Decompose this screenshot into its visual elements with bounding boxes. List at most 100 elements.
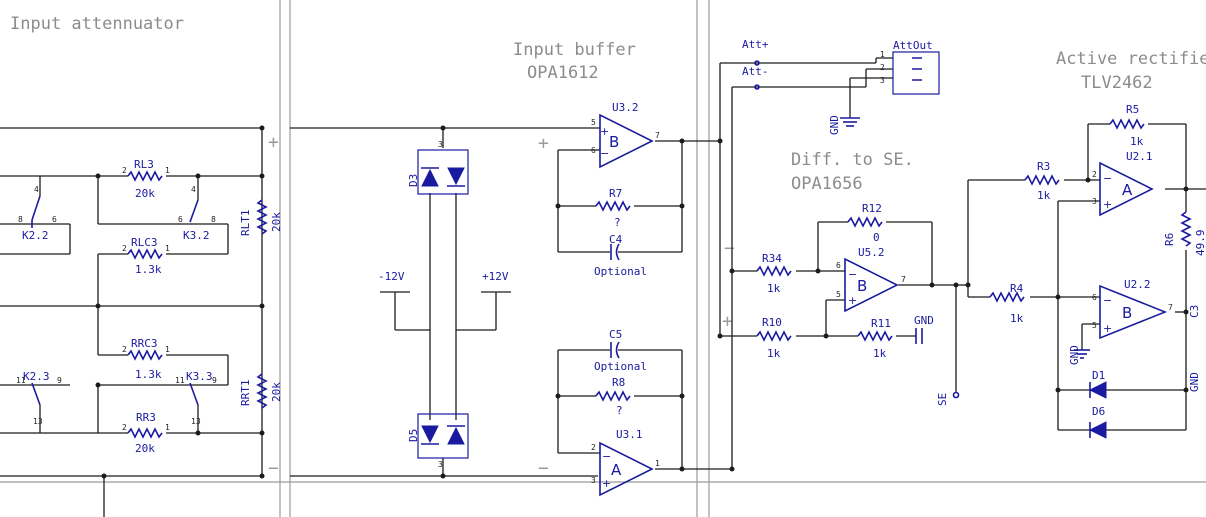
opamp-unit-label: A: [1122, 181, 1133, 199]
resistor-r10: R10 1k: [756, 316, 792, 360]
svg-text:+: +: [600, 125, 609, 138]
resistor-value: 20k: [135, 187, 155, 200]
relay-label: K3.3: [186, 370, 213, 383]
svg-text:−: −: [848, 268, 857, 281]
svg-text:3: 3: [438, 460, 443, 469]
resistor-r3: R3 1k: [1024, 160, 1060, 202]
svg-text:2: 2: [122, 345, 127, 354]
diode-pair-d3: D3 3: [407, 140, 469, 195]
resistor-rlt1: RLT1 20k: [239, 199, 283, 237]
opamp-ref-label: U5.2: [858, 246, 885, 259]
svg-text:8: 8: [18, 215, 23, 224]
net-label-plus12v: +12V: [482, 270, 509, 283]
svg-text:9: 9: [212, 376, 217, 385]
opamp-u3-1: A U3.1 −+ 231: [591, 428, 660, 497]
svg-text:7: 7: [1168, 303, 1173, 312]
svg-text:6: 6: [591, 146, 596, 155]
minus-sign-buf: −: [538, 458, 549, 479]
svg-text:−: −: [602, 450, 611, 463]
resistor-value: 1k: [1010, 312, 1024, 325]
resistor-value: 1k: [1130, 135, 1144, 148]
rectifier-chip-label: TLV2462: [1081, 73, 1153, 93]
opamp-ref-label: U3.2: [612, 101, 639, 114]
svg-text:+: +: [1103, 322, 1112, 335]
svg-text:2: 2: [1092, 170, 1097, 179]
resistor-label: RRC3: [131, 337, 158, 350]
opamp-unit-label: A: [611, 461, 622, 479]
resistor-value: ?: [616, 404, 623, 417]
svg-text:3: 3: [438, 140, 443, 149]
resistor-label: RR3: [136, 411, 156, 424]
svg-text:−: −: [1103, 172, 1112, 185]
resistor-value: 1k: [1037, 189, 1051, 202]
capacitor-label: C5: [609, 328, 622, 341]
buffer-wiring: [290, 125, 732, 479]
opamp-u2-1: A U2.1 −+ 23: [1092, 150, 1154, 217]
svg-text:7: 7: [901, 275, 906, 284]
resistor-value: 1k: [873, 347, 887, 360]
diff-wiring: [717, 57, 1025, 472]
capacitor-value: Optional: [594, 265, 647, 278]
svg-text:5: 5: [836, 290, 841, 299]
diode-label: D5: [407, 429, 420, 442]
svg-text:1: 1: [165, 166, 170, 175]
capacitor-c3-label: C3: [1188, 305, 1201, 318]
opamp-ref-label: U2.2: [1124, 278, 1151, 291]
connector-attout: AttOut 123: [880, 39, 940, 95]
resistor-r8: R8 ?: [595, 376, 631, 417]
resistor-label: R4: [1010, 282, 1024, 295]
rectifier-section-title: Active rectifie: [1056, 49, 1206, 69]
svg-text:11: 11: [16, 376, 26, 385]
opamp-u2-2: B U2.2 −+ 657: [1092, 278, 1173, 340]
svg-text:6: 6: [836, 261, 841, 270]
svg-text:13: 13: [191, 417, 201, 426]
resistor-r34: R34 1k: [756, 252, 792, 295]
opamp-ref-label: U2.1: [1126, 150, 1153, 163]
resistor-value: 1.3k: [135, 263, 162, 276]
attenuator-section-title: Input attennuator: [10, 14, 184, 34]
opamp-unit-label: B: [857, 277, 867, 295]
svg-text:2: 2: [880, 63, 885, 72]
diff-chip-label: OPA1656: [791, 174, 863, 194]
opamp-unit-label: B: [1122, 304, 1132, 322]
svg-text:1: 1: [165, 345, 170, 354]
resistor-label: RLT1: [239, 210, 252, 237]
resistor-label: RLC3: [131, 236, 158, 249]
opamp-unit-label: B: [609, 133, 619, 151]
svg-text:6: 6: [1092, 293, 1097, 302]
ground-symbol-attout: GND: [828, 115, 860, 135]
resistor-value: 1k: [767, 282, 781, 295]
resistor-r7: R7 ?: [595, 187, 631, 229]
diode-pair-d5: D5 3: [407, 413, 469, 469]
minus-sign-att: −: [268, 458, 279, 479]
svg-text:2: 2: [591, 443, 596, 452]
resistor-value: 0: [873, 231, 880, 244]
svg-text:1: 1: [165, 244, 170, 253]
svg-text:−: −: [600, 147, 609, 160]
svg-text:2: 2: [122, 423, 127, 432]
diode-label: D6: [1092, 405, 1105, 418]
plus-sign-att: +: [268, 132, 279, 153]
svg-text:+: +: [1103, 198, 1112, 211]
resistor-value: 49.9: [1194, 230, 1206, 257]
svg-text:9: 9: [57, 376, 62, 385]
resistor-value: 20k: [270, 212, 283, 232]
svg-text:7: 7: [655, 131, 660, 140]
resistor-r12: R12 0: [847, 202, 883, 244]
resistor-r5: R5 1k: [1109, 103, 1145, 148]
resistor-label: R6: [1163, 233, 1176, 246]
resistor-value: 20k: [270, 382, 283, 402]
resistor-label: R3: [1037, 160, 1050, 173]
svg-text:13: 13: [33, 417, 43, 426]
resistor-label: R11: [871, 317, 891, 330]
rectifier-wiring: [1030, 123, 1206, 431]
svg-text:4: 4: [191, 185, 196, 194]
